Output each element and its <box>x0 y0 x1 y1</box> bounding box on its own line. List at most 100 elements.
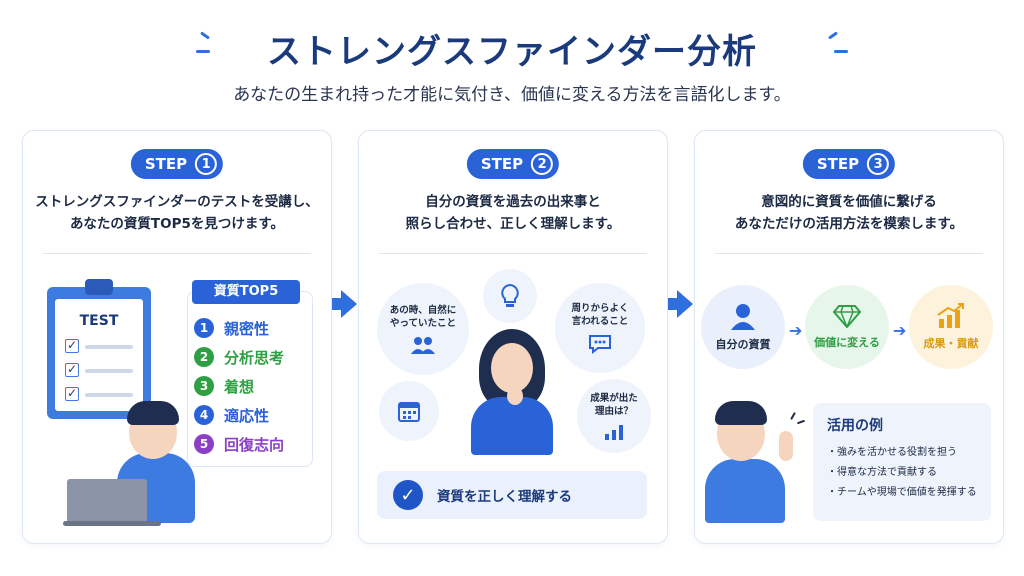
bubble-text: 言われること <box>571 316 629 327</box>
arrow-right-icon <box>341 290 357 318</box>
step-number: 1 <box>195 153 218 175</box>
rank-badge: 4 <box>194 405 214 425</box>
spark-line <box>790 412 796 420</box>
bubble-text: やっていたこと <box>389 318 457 329</box>
bubble-text: 理由は？ <box>594 406 633 417</box>
step-2-pill: STEP 2 <box>466 149 560 179</box>
step-label: STEP <box>816 155 860 173</box>
usecase-panel: 活用の例 ・強みを活かせる役割を担う ・得意な方法で貢献する ・チームや現場で価… <box>813 403 991 521</box>
confirm-banner: ✓ 資質を正しく理解する <box>377 471 647 519</box>
memory-bubble: あの時、自然に やっていたこと <box>377 283 469 375</box>
desc-line: あなただけの活用方法を模索します。 <box>734 216 964 232</box>
chart-icon <box>605 425 623 440</box>
desc-line: 照らし合わせ、正しく理解します。 <box>405 216 621 232</box>
step-1-description: ストレングスファインダーのテストを受講し、 あなたの資質TOP5を見つけます。 <box>23 191 331 235</box>
growth-icon <box>937 303 964 328</box>
flow-step-self: 自分の資質 <box>701 285 785 369</box>
top5-item-1: 1 親密性 <box>194 316 269 340</box>
step-1-card: STEP 1 ストレングスファインダーのテストを受講し、 あなたの資質TOP5を… <box>22 130 332 544</box>
laptop-icon <box>67 479 147 523</box>
rank-badge: 5 <box>194 434 214 454</box>
check-icon: ✓ <box>65 386 79 401</box>
arrow-1-stem <box>332 298 342 310</box>
step-number: 2 <box>531 153 554 175</box>
lightbulb-icon <box>501 283 519 307</box>
arrow-2-stem <box>668 298 678 310</box>
usecase-title: 活用の例 <box>827 418 883 434</box>
desc-line: あなたの資質TOP5を見つけます。 <box>69 216 285 232</box>
strength-label: 適応性 <box>224 406 270 425</box>
flow-label: 自分の資質 <box>715 338 771 351</box>
top5-item-2: 2 分析思考 <box>194 345 284 369</box>
laptop-base <box>63 521 161 526</box>
chat-icon <box>589 335 611 354</box>
clipboard-clip <box>85 279 113 295</box>
top5-item-4: 4 適応性 <box>194 403 269 427</box>
usecase-item: ・得意な方法で貢献する <box>827 467 937 478</box>
clipboard-title: TEST <box>79 313 119 329</box>
step-label: STEP <box>144 155 188 173</box>
top5-title: 資質TOP5 <box>192 280 300 304</box>
person-body <box>471 397 553 455</box>
step-3-card: STEP 3 意図的に資質を価値に繋げる あなただけの活用方法を模索します。 自… <box>694 130 1004 544</box>
strength-label: 分析思考 <box>224 348 285 367</box>
strength-label: 回復志向 <box>224 435 285 454</box>
list-line <box>85 393 133 397</box>
rank-badge: 2 <box>194 347 214 367</box>
top5-item-5: 5 回復志向 <box>194 432 284 456</box>
check-icon: ✓ <box>65 338 79 353</box>
rank-badge: 3 <box>194 376 214 396</box>
title-deco-right-bottom <box>834 50 848 53</box>
lightbulb-bubble <box>483 269 537 323</box>
step-1-pill: STEP 1 <box>130 149 224 179</box>
step-3-description: 意図的に資質を価値に繋げる あなただけの活用方法を模索します。 <box>695 191 1003 235</box>
person-hand <box>507 387 523 405</box>
flow-label: 価値に変える <box>814 336 880 349</box>
desc-line: 意図的に資質を価値に繋げる <box>761 194 937 210</box>
step-2-description: 自分の資質を過去の出来事と 照らし合わせ、正しく理解します。 <box>359 191 667 235</box>
divider <box>715 253 983 254</box>
clipboard-paper: TEST ✓ ✓ ✓ <box>55 299 143 411</box>
header: ストレングスファインダー分析 <box>0 14 1024 74</box>
result-bubble: 成果が出た 理由は？ <box>577 379 651 453</box>
list-line <box>85 345 133 349</box>
spark-line <box>796 419 806 425</box>
desc-line: ストレングスファインダーのテストを受講し、 <box>35 194 319 210</box>
feedback-bubble: 周りからよく 言われること <box>555 283 645 373</box>
bubble-text: 成果が出た <box>590 393 638 404</box>
diamond-icon <box>833 305 861 328</box>
usecase-item: ・強みを活かせる役割を担う <box>827 447 957 458</box>
list-line <box>85 369 133 373</box>
calendar-icon <box>398 402 420 422</box>
desc-line: 自分の資質を過去の出来事と <box>425 194 601 210</box>
user-icon <box>731 304 755 330</box>
person-head <box>491 343 533 393</box>
person-hair <box>715 401 767 425</box>
usecase-item: ・チームや現場で価値を発揮する <box>827 487 977 498</box>
people-icon <box>411 337 435 354</box>
step-number: 3 <box>867 153 890 175</box>
arrow-right-icon: ➔ <box>789 321 803 340</box>
step-3-pill: STEP 3 <box>802 149 896 179</box>
divider <box>379 253 647 254</box>
strength-label: 親密性 <box>224 319 270 338</box>
person-hair <box>127 401 179 425</box>
step-label: STEP <box>480 155 524 173</box>
step-2-card: STEP 2 自分の資質を過去の出来事と 照らし合わせ、正しく理解します。 あの… <box>358 130 668 544</box>
bubble-text: あの時、自然に <box>389 305 457 316</box>
page-subtitle: あなたの生まれ持った才能に気付き、価値に変える方法を言語化します。 <box>233 85 791 105</box>
rank-badge: 1 <box>194 318 214 338</box>
flow-step-result: 成果・貢献 <box>909 285 993 369</box>
page-title: ストレングスファインダー分析 <box>267 32 757 72</box>
flow-label: 成果・貢献 <box>923 337 979 350</box>
clipboard-icon: TEST ✓ ✓ ✓ <box>47 279 151 419</box>
person-body <box>705 459 785 523</box>
arrow-right-icon: ➔ <box>893 321 907 340</box>
bubble-text: 周りからよく <box>571 303 629 314</box>
flow-step-value: 価値に変える <box>805 285 889 369</box>
calendar-bubble <box>379 381 439 441</box>
top5-item-3: 3 着想 <box>194 374 254 398</box>
strength-label: 着想 <box>224 377 255 396</box>
divider <box>43 253 311 254</box>
arrow-right-icon <box>677 290 693 318</box>
